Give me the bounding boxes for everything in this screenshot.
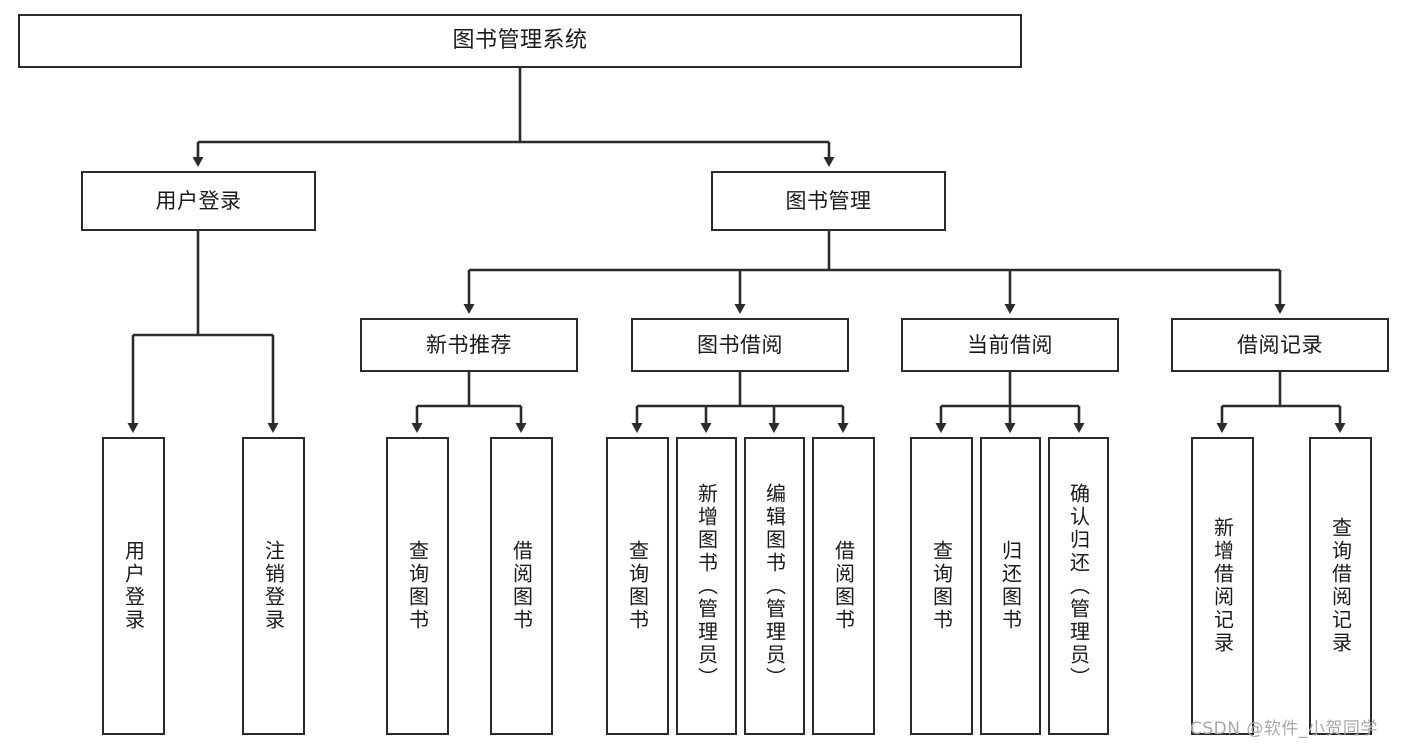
node-borrow-record-label: 借阅记录 (1237, 332, 1323, 357)
node-leaf-query-book-2-label: 查询图书 (625, 540, 650, 632)
node-leaf-add-book[interactable]: 新增图书（管理员） (676, 437, 737, 735)
node-leaf-query-book-1-label: 查询图书 (405, 540, 430, 632)
node-leaf-user-login-label: 用户登录 (121, 540, 146, 632)
node-user-login-label: 用户登录 (155, 188, 242, 213)
node-leaf-query-book-2[interactable]: 查询图书 (606, 437, 669, 735)
node-book-borrow-label: 图书借阅 (697, 332, 783, 357)
node-leaf-borrow-book-2[interactable]: 借阅图书 (812, 437, 875, 735)
node-root-label: 图书管理系统 (452, 28, 588, 54)
node-leaf-borrow-book-1-label: 借阅图书 (509, 540, 534, 632)
node-leaf-add-record[interactable]: 新增借阅记录 (1191, 437, 1254, 735)
node-leaf-logout[interactable]: 注销登录 (242, 437, 305, 735)
node-book-manage-label: 图书管理 (785, 188, 872, 213)
node-new-book-rec-label: 新书推荐 (426, 332, 512, 357)
node-leaf-add-record-label: 新增借阅记录 (1210, 517, 1235, 655)
node-leaf-user-login[interactable]: 用户登录 (102, 437, 165, 735)
node-current-borrow-label: 当前借阅 (967, 332, 1053, 357)
node-borrow-record[interactable]: 借阅记录 (1171, 318, 1389, 372)
node-leaf-query-record-label: 查询借阅记录 (1328, 517, 1353, 655)
node-user-login[interactable]: 用户登录 (81, 171, 316, 231)
node-leaf-query-record[interactable]: 查询借阅记录 (1309, 437, 1372, 735)
node-leaf-borrow-book-2-label: 借阅图书 (831, 540, 856, 632)
node-root[interactable]: 图书管理系统 (18, 14, 1022, 68)
node-leaf-add-book-label: 新增图书（管理员） (694, 482, 719, 690)
node-leaf-query-book-1[interactable]: 查询图书 (386, 437, 449, 735)
csdn-watermark: CSDN @软件_小贺同学 (1190, 719, 1378, 739)
node-leaf-edit-book[interactable]: 编辑图书（管理员） (744, 437, 805, 735)
node-book-manage[interactable]: 图书管理 (711, 171, 946, 231)
node-leaf-borrow-book-1[interactable]: 借阅图书 (490, 437, 553, 735)
node-leaf-return-book[interactable]: 归还图书 (980, 437, 1041, 735)
node-new-book-rec[interactable]: 新书推荐 (360, 318, 578, 372)
node-leaf-logout-label: 注销登录 (261, 540, 286, 632)
node-leaf-query-book-3[interactable]: 查询图书 (910, 437, 973, 735)
node-leaf-edit-book-label: 编辑图书（管理员） (762, 482, 787, 690)
node-book-borrow[interactable]: 图书借阅 (631, 318, 849, 372)
node-leaf-query-book-3-label: 查询图书 (929, 540, 954, 632)
node-leaf-return-book-label: 归还图书 (998, 540, 1023, 632)
node-leaf-confirm-return[interactable]: 确认归还（管理员） (1048, 437, 1109, 735)
node-current-borrow[interactable]: 当前借阅 (901, 318, 1119, 372)
node-leaf-confirm-return-label: 确认归还（管理员） (1066, 482, 1091, 690)
